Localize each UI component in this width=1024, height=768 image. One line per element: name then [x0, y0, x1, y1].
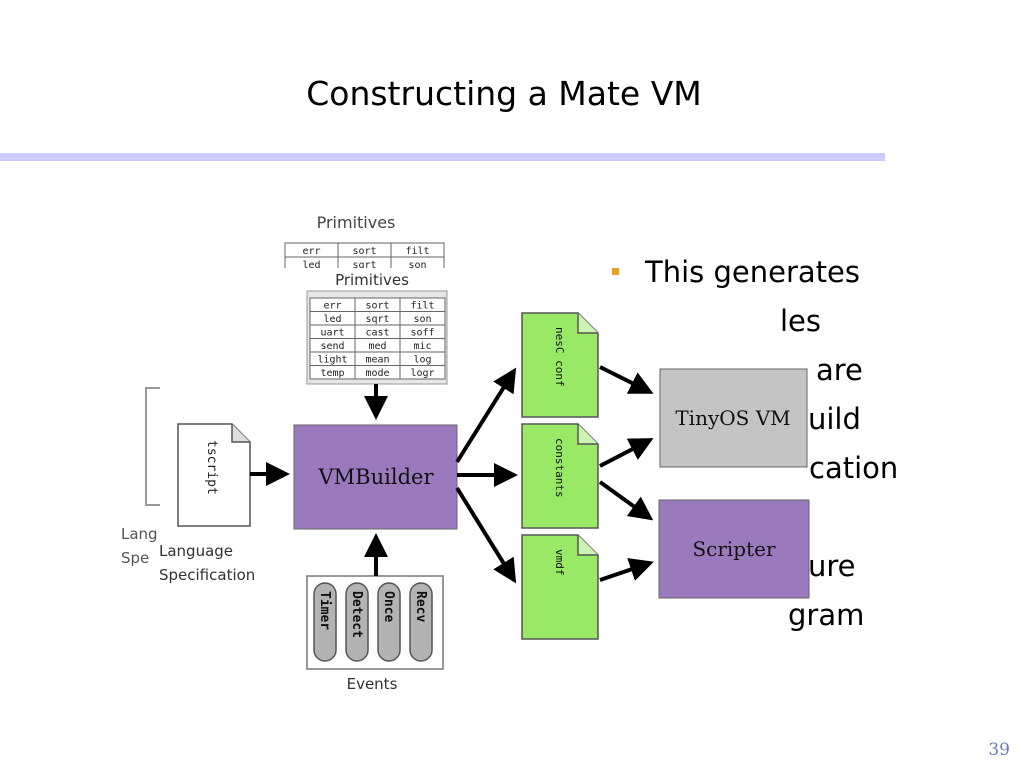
bullet-line-text: gram	[788, 598, 865, 632]
event-pill	[345, 582, 369, 662]
primitive-cell: send	[320, 341, 344, 352]
primitives-ghost-label: Primitives	[317, 213, 396, 232]
primitive-cell: cast	[365, 328, 389, 339]
output-file-label: constants	[553, 438, 566, 498]
primitive-cell: light	[317, 355, 347, 366]
events-block: Timer Detect Once Recv Events	[306, 575, 444, 693]
arrow-vmdf-to-scripter	[599, 558, 654, 582]
primitives-label: Primitives	[335, 271, 409, 289]
ghost-bracket	[145, 387, 160, 506]
primitive-cell: med	[368, 341, 386, 352]
event-label: Timer	[317, 591, 332, 630]
arrow-vmbuilder-to-nesc	[455, 367, 517, 464]
primitive-cell: sort	[365, 301, 389, 312]
event-label: Once	[381, 591, 396, 622]
bullet-line: This generates	[612, 248, 942, 297]
output-file-label: nesC conf	[553, 327, 566, 387]
bullet-line-text: uild	[808, 402, 861, 436]
primitive-cell: led	[323, 314, 341, 325]
tscript-file-shape	[177, 423, 251, 527]
language-spec-line-1: Language	[159, 542, 233, 560]
tinyos-vm-box	[659, 368, 808, 468]
event-pills: Timer Detect Once Recv	[313, 582, 433, 662]
event-label: Detect	[349, 591, 364, 638]
bullet-line-text: les	[780, 304, 822, 338]
output-file-fold	[577, 313, 598, 334]
event-label: Recv	[413, 591, 428, 622]
bullet-line: gram	[612, 591, 942, 640]
scripter-label: Scripter	[692, 537, 776, 561]
bullet-text-block: This generates les are uild cation ure g…	[612, 248, 942, 640]
tinyos-vm-label: TinyOS VM	[675, 406, 790, 430]
output-file-shape	[521, 534, 599, 640]
vmbuilder-label: VMBuilder	[318, 465, 435, 489]
bullet-line: les	[612, 297, 942, 346]
scripter-box	[658, 499, 810, 599]
bullet-line: cation	[612, 444, 942, 493]
language-ghost-line-2: Spe	[121, 549, 149, 567]
bullet-line-text: cation	[809, 451, 899, 485]
language-spec-line-2: Specification	[159, 566, 255, 584]
primitive-cell: soff	[410, 328, 434, 339]
ghost-primitive-cell: err	[302, 246, 320, 257]
bullet-line-text: are	[816, 353, 863, 387]
primitive-cell: son	[413, 314, 431, 325]
title-underline	[0, 153, 885, 161]
bullet-line: are	[612, 346, 942, 395]
arrow-constants-to-scripter	[598, 480, 654, 521]
output-file-shape	[521, 312, 599, 418]
ghost-primitive-cell: led	[302, 260, 320, 271]
output-file-fold	[577, 535, 598, 556]
bullet-marker-icon	[612, 267, 619, 275]
arrow-vmbuilder-to-vmdf	[455, 486, 517, 584]
ghost-primitive-cell: filt	[405, 246, 429, 257]
primitives-ghost-table: err sort filt led sqrt son	[284, 242, 445, 272]
ghost-primitive-cell: son	[408, 260, 426, 271]
primitive-cell-box	[399, 365, 446, 380]
primitives-ghost: Primitives err sort filt led sqrt son	[280, 213, 450, 274]
primitive-cell: temp	[320, 368, 344, 379]
bullet-line-text: ure	[808, 549, 856, 583]
output-file-shape	[521, 423, 599, 529]
output-file-fold	[577, 424, 598, 445]
primitive-cell: err	[323, 301, 341, 312]
event-pill	[409, 582, 433, 662]
tscript-file: tscript	[177, 423, 251, 527]
ghost-primitive-cell: sort	[352, 246, 376, 257]
primitive-cell: logr	[410, 368, 434, 379]
output-files: nesC conf constants vmdf	[521, 312, 599, 640]
ghost-primitive-cell: sqrt	[352, 260, 376, 271]
primitive-cell: mean	[365, 355, 389, 366]
primitive-cell: mode	[365, 368, 389, 379]
primitives-block: Primitives err sort filt led sqrt son uart cast…	[306, 271, 448, 385]
language-ghost-line-1: Lang	[121, 525, 158, 543]
arrow-constants-to-tinyos	[599, 438, 654, 468]
bullet-line: uild	[612, 395, 942, 444]
primitive-cell: filt	[410, 301, 434, 312]
tscript-file-fold	[231, 424, 250, 443]
vmbuilder-box	[293, 424, 458, 530]
page-number: 39	[988, 740, 1010, 760]
event-pill	[377, 582, 401, 662]
primitive-cell: mic	[413, 341, 431, 352]
ghost-mask	[280, 268, 450, 274]
tscript-file-label: tscript	[204, 440, 219, 495]
primitives-table: err sort filt led sqrt son uart cast soff send med…	[309, 297, 446, 380]
output-file-label: vmdf	[553, 549, 566, 576]
event-pill	[313, 582, 337, 662]
bullet-line: ure	[612, 542, 942, 591]
events-label: Events	[347, 675, 398, 693]
primitive-cell: sqrt	[365, 314, 389, 325]
slide-title: Constructing a Mate VM	[306, 74, 702, 113]
bullet-line-text: This generates	[645, 255, 860, 289]
arrow-nesc-to-tinyos	[599, 365, 654, 394]
primitive-cell: uart	[320, 328, 344, 339]
primitive-cell: log	[413, 355, 431, 366]
